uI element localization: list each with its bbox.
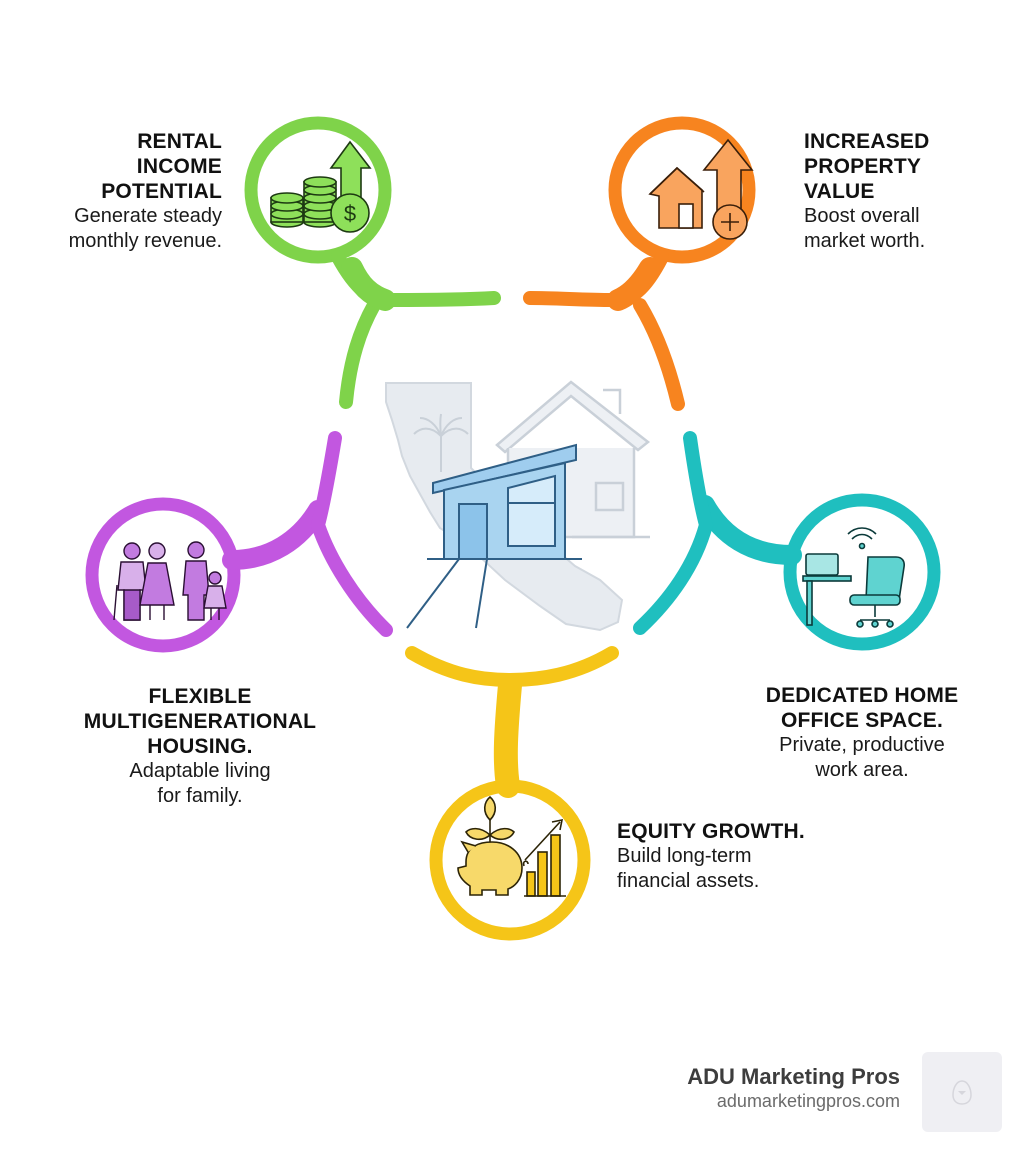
family-multigenerational-icon <box>113 541 227 621</box>
house-arrow-up-plus-icon <box>648 138 754 240</box>
label-description: Boost overall <box>804 205 920 227</box>
brand-block: ADU Marketing Pros adumarketingpros.com <box>687 1064 900 1112</box>
label-title: DEDICATED HOME <box>765 684 959 707</box>
label-title: MULTIGENERATIONAL <box>83 710 317 733</box>
label-title: HOUSING. <box>147 735 253 758</box>
label-description: monthly revenue. <box>68 230 222 252</box>
center-illustration <box>385 380 651 632</box>
placeholder-logo-icon <box>952 1080 972 1105</box>
label-property-value: INCREASED PROPERTY VALUE Boost overall m… <box>804 129 929 254</box>
label-title: EQUITY GROWTH. <box>617 820 805 843</box>
label-description: market worth. <box>804 230 926 252</box>
label-multigenerational: FLEXIBLE MULTIGENERATIONAL HOUSING. Adap… <box>40 684 360 809</box>
label-title: RENTAL <box>137 130 222 153</box>
brand-logo <box>922 1052 1002 1132</box>
label-title: INCREASED <box>804 130 930 153</box>
label-description: for family. <box>157 785 243 807</box>
label-home-office: DEDICATED HOME OFFICE SPACE. Private, pr… <box>732 683 992 783</box>
label-description: Adaptable living <box>129 760 271 782</box>
petal-equity-growth <box>405 646 619 941</box>
petal-property-value <box>523 116 756 411</box>
desk-laptop-chair-wifi-icon <box>802 527 905 628</box>
label-description: financial assets. <box>617 870 760 892</box>
label-description: Private, productive <box>779 734 945 756</box>
label-title: POTENTIAL <box>101 180 222 203</box>
coin-stacks-dollar-arrow-up-icon: $ <box>270 140 372 233</box>
label-title: PROPERTY <box>804 155 922 178</box>
label-rental-income: RENTAL INCOME POTENTIAL Generate steady … <box>69 129 222 254</box>
petal-multigenerational <box>85 431 393 653</box>
adu-cottage-icon <box>406 443 582 629</box>
label-equity-growth: EQUITY GROWTH. Build long-term financial… <box>617 819 805 894</box>
svg-text:$: $ <box>344 201 356 226</box>
petal-home-office <box>633 431 941 651</box>
label-title: VALUE <box>804 180 875 203</box>
brand-url[interactable]: adumarketingpros.com <box>716 1091 900 1111</box>
piggy-bank-sprout-bar-chart-icon <box>457 795 566 897</box>
label-description: Build long-term <box>617 845 752 867</box>
petal-rental-income <box>244 116 501 409</box>
palm-tree-icon <box>413 413 469 472</box>
label-description: Generate steady <box>74 205 222 227</box>
brand-name: ADU Marketing Pros <box>687 1064 900 1089</box>
label-title: FLEXIBLE <box>148 685 252 708</box>
label-title: OFFICE SPACE. <box>780 709 944 732</box>
label-description: work area. <box>815 759 909 781</box>
label-title: INCOME <box>136 155 222 178</box>
